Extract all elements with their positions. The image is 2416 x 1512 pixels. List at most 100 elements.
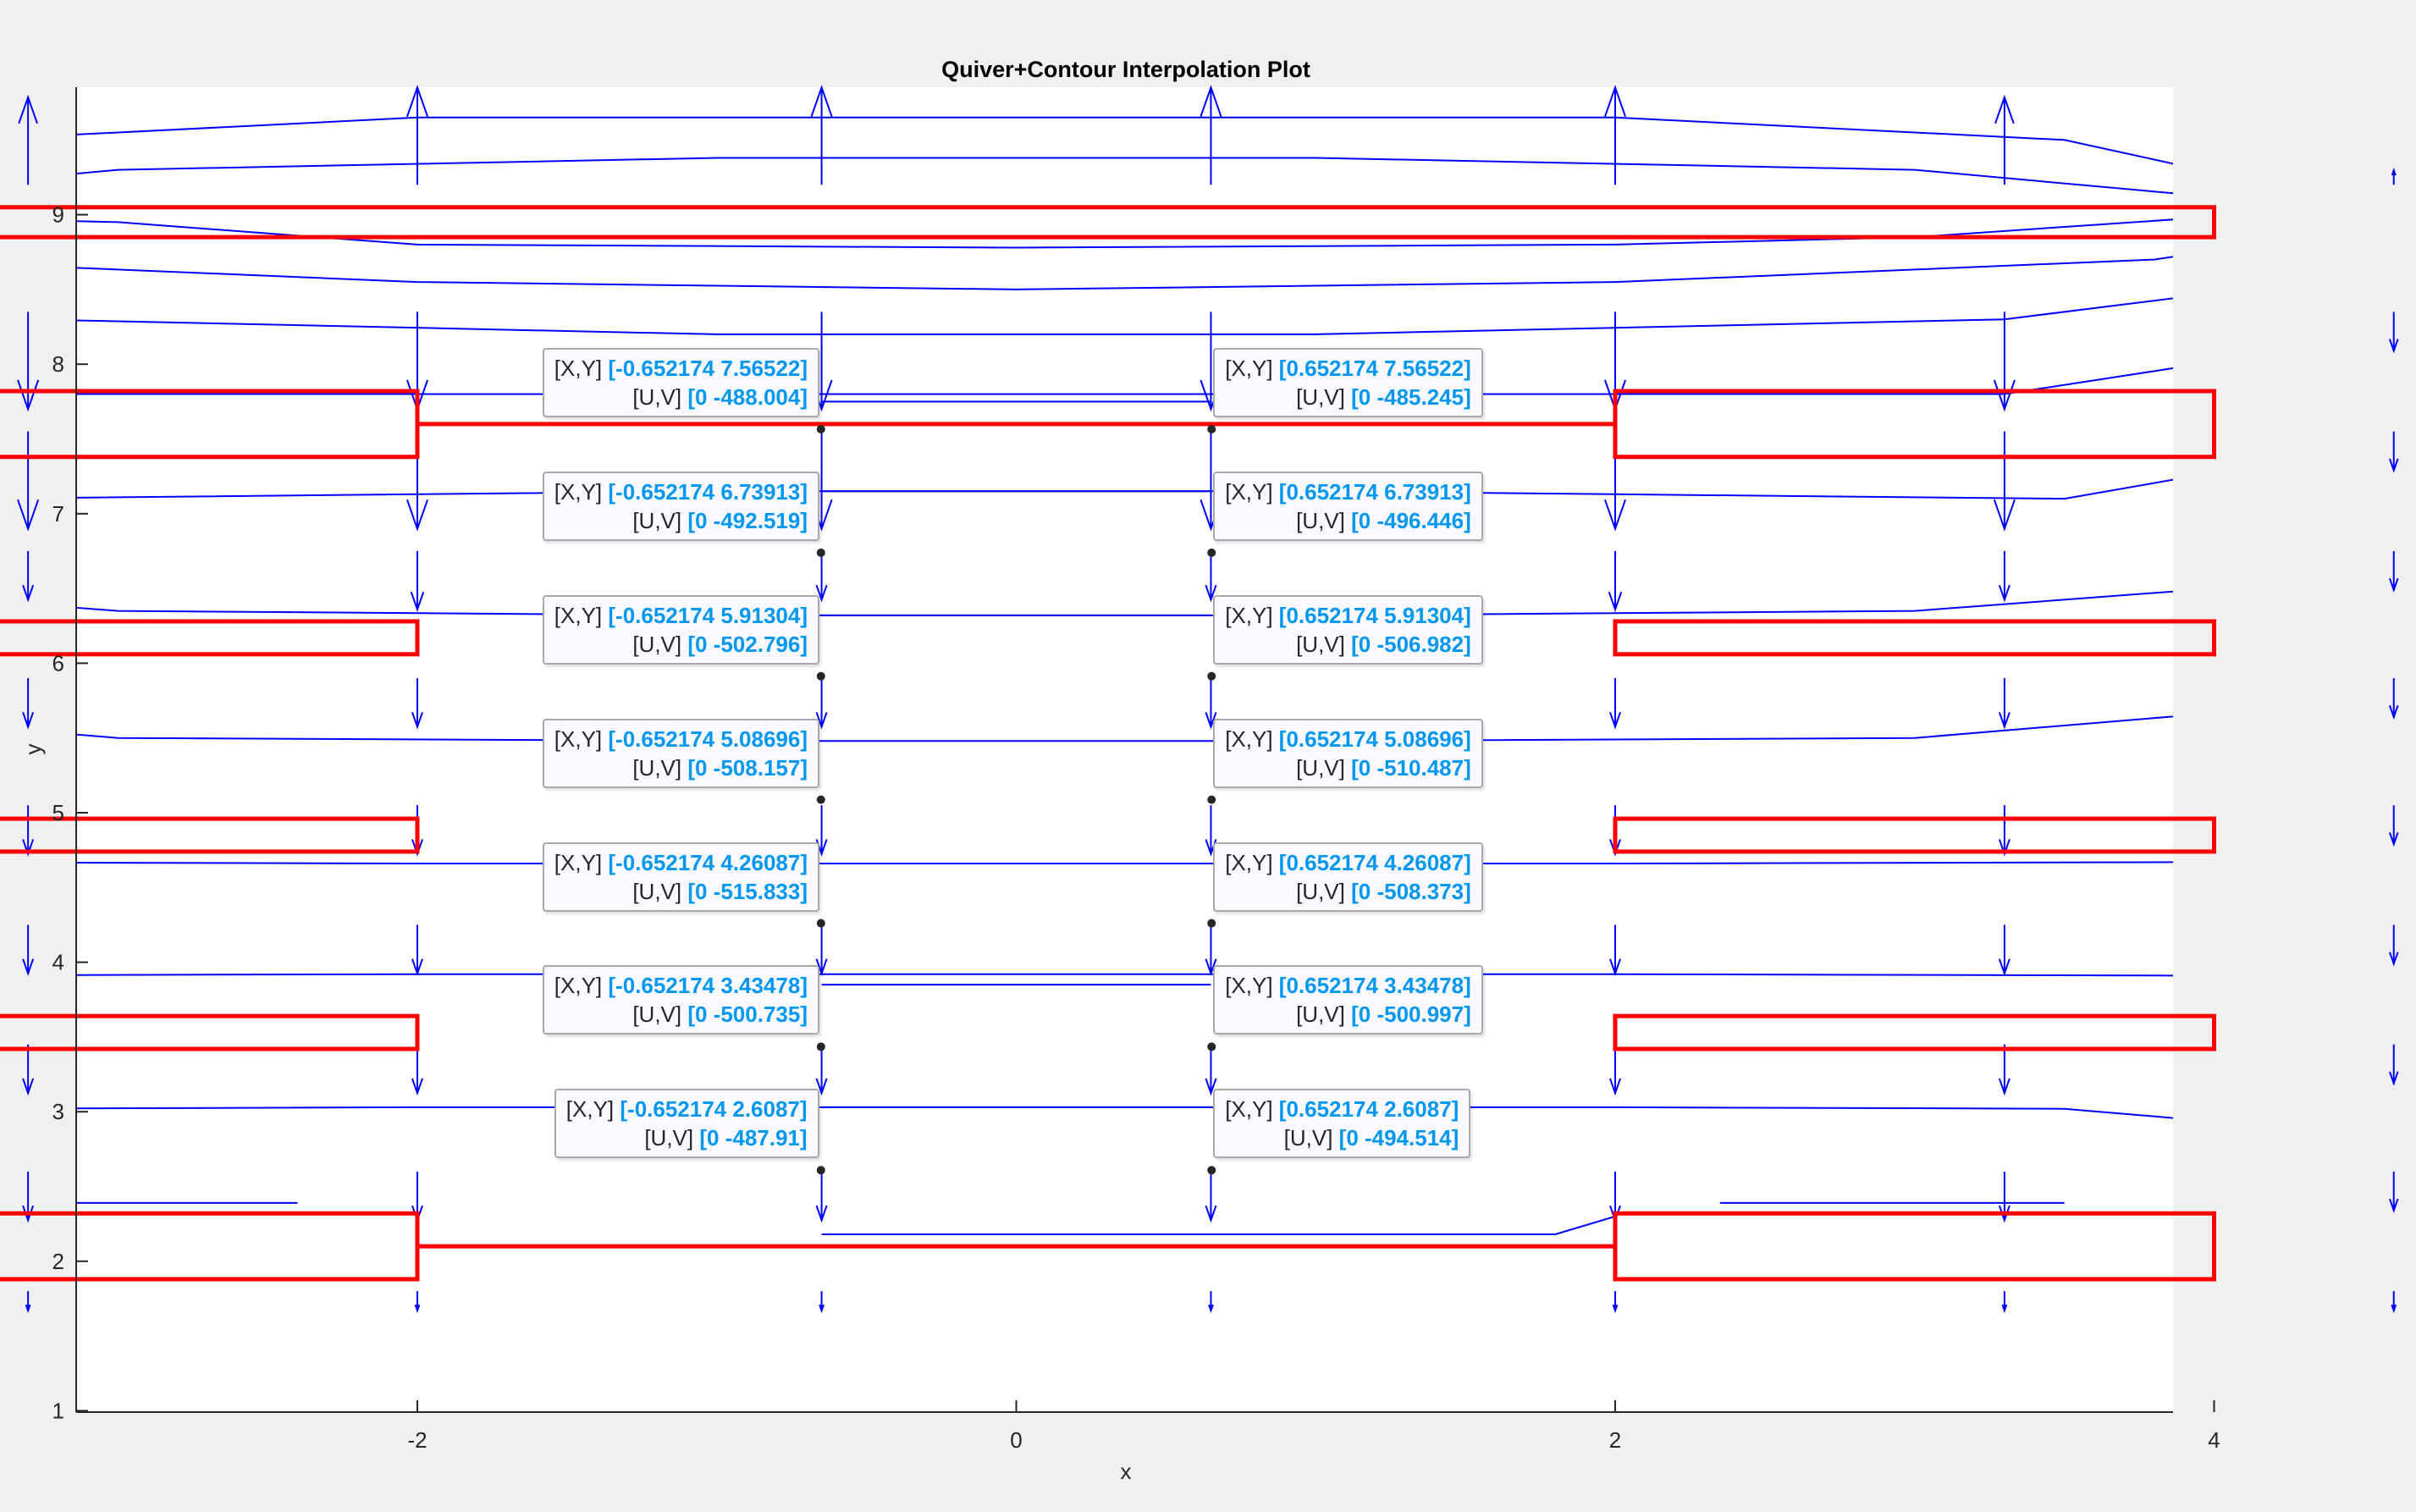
datatip-xy-value: [0.652174 6.73913]	[1278, 478, 1471, 505]
datatip-xy-value: [-0.652174 3.43478]	[608, 973, 808, 999]
datatip-xy-value: [0.652174 4.26087]	[1278, 849, 1471, 875]
datatip-point	[816, 919, 825, 928]
datatip-xy-label: [X,Y]	[1225, 602, 1273, 628]
datatip-xy-label: [X,Y]	[554, 849, 603, 875]
quiver-arrow	[22, 1044, 35, 1096]
quiver-arrow	[2388, 431, 2399, 473]
datatip-uv-value: [0 -487.91]	[699, 1125, 808, 1151]
datatip-box[interactable]: [X,Y] [-0.652174 7.56522][U,V] [0 -488.0…	[542, 347, 819, 417]
datatip-box[interactable]: [X,Y] [-0.652174 5.91304][U,V] [0 -502.7…	[542, 594, 819, 665]
datatip-point	[816, 1042, 825, 1051]
quiver-arrow	[18, 94, 38, 185]
datatip-xy-value: [-0.652174 4.26087]	[608, 849, 808, 875]
contour-line-15	[821, 1215, 1616, 1235]
datatip-xy-value: [-0.652174 5.08696]	[608, 726, 808, 752]
datatip-box[interactable]: [X,Y] [0.652174 3.43478][U,V] [0 -500.99…	[1213, 965, 1483, 1035]
plate-rect-5	[0, 619, 420, 657]
plate-rect-6	[1613, 619, 2216, 657]
quiver-arrow	[1200, 85, 1222, 185]
datatip-box[interactable]: [X,Y] [0.652174 7.56522][U,V] [0 -485.24…	[1213, 347, 1483, 417]
datatip-uv-label: [U,V]	[632, 754, 682, 781]
quiver-arrow	[1609, 1044, 1621, 1096]
datatip-uv-label: [U,V]	[644, 1125, 694, 1151]
datatip-box[interactable]: [X,Y] [0.652174 6.73913][U,V] [0 -496.44…	[1213, 471, 1483, 541]
quiver-arrow	[2388, 550, 2399, 593]
datatip-xy-label: [X,Y]	[554, 478, 603, 505]
quiver-arrow	[22, 924, 35, 976]
datatip-uv-label: [U,V]	[632, 631, 682, 657]
y-tick-label: 6	[52, 650, 64, 676]
quiver-arrow	[1998, 924, 2011, 976]
datatip-uv-value: [0 -488.004]	[687, 384, 808, 410]
datatip-point	[1207, 1042, 1216, 1051]
datatip-box[interactable]: [X,Y] [0.652174 4.26087][U,V] [0 -508.37…	[1213, 842, 1483, 912]
datatip-uv-value: [0 -496.446]	[1351, 507, 1471, 533]
datatip-uv-value: [0 -502.796]	[687, 631, 808, 657]
datatip-uv-label: [U,V]	[1296, 878, 1345, 904]
datatip-xy-value: [-0.652174 2.6087]	[620, 1096, 808, 1123]
datatip-xy-value: [0.652174 5.91304]	[1278, 602, 1471, 628]
y-tick-label: 4	[52, 950, 64, 975]
datatip-box[interactable]: [X,Y] [0.652174 5.08696][U,V] [0 -510.48…	[1213, 718, 1483, 788]
axes-background	[76, 87, 2173, 1412]
datatip-uv-value: [0 -515.833]	[687, 878, 808, 904]
quiver-arrow	[410, 550, 425, 612]
datatip-xy-label: [X,Y]	[1225, 478, 1273, 505]
quiver-arrow	[1998, 678, 2011, 730]
datatip-point	[816, 795, 825, 804]
quiver-arrow	[25, 1291, 31, 1314]
datatip-xy-label: [X,Y]	[1225, 726, 1273, 752]
datatip-xy-label: [X,Y]	[565, 1096, 615, 1123]
quiver-arrow	[2001, 1291, 2008, 1314]
datatip-box[interactable]: [X,Y] [-0.652174 4.26087][U,V] [0 -515.8…	[542, 842, 819, 912]
quiver-arrow	[1998, 550, 2011, 603]
datatip-box[interactable]: [X,Y] [0.652174 2.6087][U,V] [0 -494.514…	[1213, 1089, 1471, 1159]
quiver-arrow	[1609, 678, 1621, 730]
datatip-uv-label: [U,V]	[1296, 1002, 1345, 1028]
plate-rect-8	[1613, 816, 2216, 854]
x-tick-label: 0	[1010, 1427, 1022, 1453]
plate-rect-1	[0, 205, 2216, 240]
quiver-arrow	[414, 1291, 421, 1314]
quiver-arrow	[815, 924, 828, 976]
quiver-arrow	[1603, 85, 1627, 185]
datatip-uv-label: [U,V]	[632, 384, 682, 410]
quiver-arrow	[1205, 678, 1217, 730]
datatip-box[interactable]: [X,Y] [-0.652174 3.43478][U,V] [0 -500.7…	[542, 965, 819, 1035]
quiver-arrow	[2388, 1044, 2399, 1086]
plate-rect-9	[0, 1013, 420, 1051]
datatip-markers	[816, 424, 1216, 1175]
y-tick-label: 7	[52, 501, 64, 527]
contour-line-4	[76, 367, 2173, 395]
plate-rect-10	[1613, 1013, 2216, 1051]
datatip-box[interactable]: [X,Y] [-0.652174 2.6087][U,V] [0 -487.91…	[554, 1089, 819, 1159]
datatip-box[interactable]: [X,Y] [-0.652174 5.08696][U,V] [0 -508.1…	[542, 718, 819, 788]
plate-rect-7	[0, 816, 420, 854]
datatip-uv-value: [0 -500.997]	[1351, 1002, 1471, 1028]
quiver-arrow	[1609, 924, 1621, 976]
y-tick-label: 8	[52, 351, 64, 377]
quiver-arrow	[22, 550, 35, 603]
datatip-uv-value: [0 -506.982]	[1351, 631, 1471, 657]
quiver-arrow	[1205, 1044, 1217, 1096]
datatip-point	[1207, 1166, 1216, 1175]
datatip-uv-label: [U,V]	[1296, 507, 1345, 533]
quiver-arrow	[411, 924, 423, 976]
y-tick-label: 9	[52, 202, 64, 228]
datatip-box[interactable]: [X,Y] [0.652174 5.91304][U,V] [0 -506.98…	[1213, 594, 1483, 665]
quiver-arrow	[810, 85, 833, 185]
datatip-box[interactable]: [X,Y] [-0.652174 6.73913][U,V] [0 -492.5…	[542, 471, 819, 541]
x-tick-label: 2	[1609, 1427, 1621, 1453]
datatip-point	[816, 548, 825, 557]
quiver-arrow	[815, 1171, 828, 1223]
datatip-point	[1207, 548, 1216, 557]
quiver-arrows	[17, 85, 2399, 1314]
y-tick-label: 2	[52, 1249, 64, 1274]
datatip-xy-label: [X,Y]	[1225, 973, 1273, 999]
y-tick-label: 5	[52, 800, 64, 825]
y-tick-label: 1	[52, 1398, 64, 1423]
contour-line-3	[76, 297, 2173, 335]
quiver-arrow	[2388, 924, 2399, 967]
quiver-arrow	[819, 1291, 825, 1314]
x-axis-label: x	[1121, 1459, 1132, 1484]
